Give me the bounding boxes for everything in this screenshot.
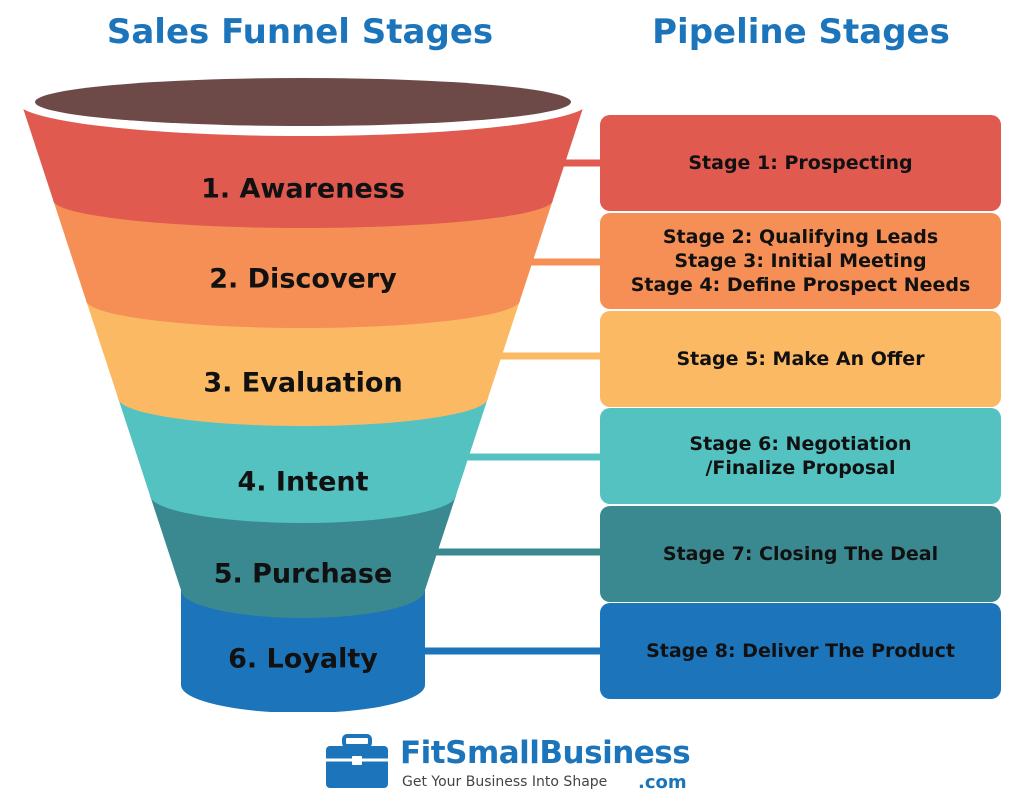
pipeline-stage-label: Stage 7: Closing The Deal <box>662 543 939 565</box>
funnel-band <box>53 200 553 328</box>
pipeline-stage-label: Stage 6: Negotiation <box>689 433 912 455</box>
pipeline-stage-label: Stage 3: Initial Meeting <box>674 250 927 272</box>
funnel-band <box>118 398 488 523</box>
pipeline-stage-box: Stage 8: Deliver The Product <box>600 603 1001 699</box>
pipeline-stage-box: Stage 7: Closing The Deal <box>600 506 1001 602</box>
funnel-stage-label: 6. Loyalty <box>228 644 378 675</box>
pipeline-stage-label: Stage 5: Make An Offer <box>676 348 925 370</box>
pipeline-stage-box: Stage 6: Negotiation/Finalize Proposal <box>600 408 1001 504</box>
funnel-band <box>85 300 521 427</box>
brand-tagline: Get Your Business Into Shape <box>402 774 608 790</box>
briefcase-icon <box>326 734 388 788</box>
pipeline-heading: Pipeline Stages <box>652 12 950 52</box>
funnel-stage-label: 1. Awareness <box>201 174 405 205</box>
sales-funnel-heading: Sales Funnel Stages <box>106 12 494 52</box>
sales-funnel: 1. Awareness 2. Discovery 3. Evaluation 4. … <box>21 78 600 712</box>
pipeline-stage-label: /Finalize Proposal <box>705 457 896 479</box>
funnel-stage-label: 2. Discovery <box>209 264 397 295</box>
funnel-stage-label: 4. Intent <box>237 467 368 498</box>
funnel-band <box>181 590 425 712</box>
funnel-stage-label: 5. Purchase <box>214 559 393 590</box>
funnel-band <box>149 495 457 618</box>
funnel-stage-label: 3. Evaluation <box>203 368 402 399</box>
fitsmallbusiness-logo: FitSmallBusiness .com Get Your Business … <box>322 734 712 794</box>
pipeline-stage-box: Stage 5: Make An Offer <box>600 311 1001 407</box>
brand-domain: .com <box>638 772 687 793</box>
funnel-opening <box>35 78 571 126</box>
brand-name: FitSmallBusiness <box>400 735 691 771</box>
pipeline-stage-label: Stage 4: Define Prospect Needs <box>630 274 971 296</box>
pipeline-stage-label: Stage 2: Qualifying Leads <box>662 226 939 248</box>
funnel-band <box>21 102 585 228</box>
pipeline-stage-box: Stage 1: Prospecting <box>600 115 1001 211</box>
pipeline-stage-label: Stage 8: Deliver The Product <box>646 640 955 662</box>
pipeline-stage-label: Stage 1: Prospecting <box>688 152 913 174</box>
